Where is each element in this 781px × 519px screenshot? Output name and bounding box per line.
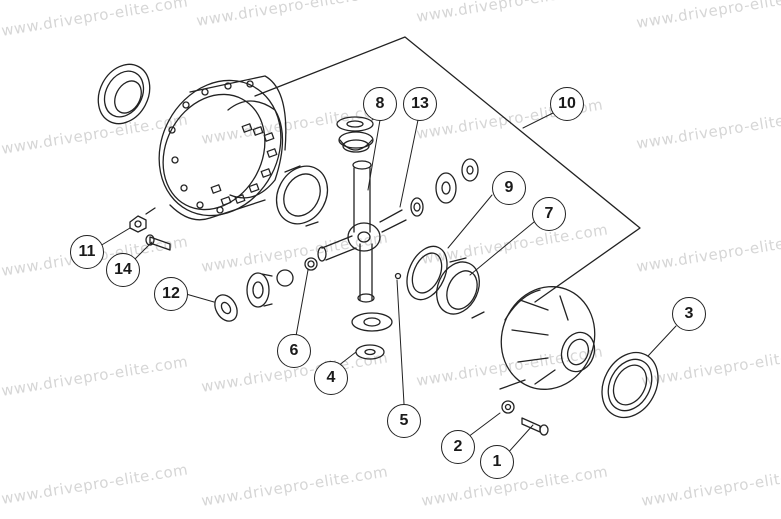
assembly-bracket-10 bbox=[254, 36, 641, 303]
callout-7: 7 bbox=[532, 197, 566, 231]
callout-14: 14 bbox=[106, 253, 140, 287]
bolt-bottom bbox=[499, 379, 549, 436]
thrust-washer-left bbox=[214, 294, 238, 322]
snap-ring bbox=[304, 257, 318, 271]
spider-cross bbox=[317, 160, 407, 303]
pinion-gear-bottom bbox=[351, 312, 393, 360]
callout-9: 9 bbox=[492, 171, 526, 205]
side-bearing bbox=[275, 165, 329, 227]
seal-right bbox=[601, 351, 659, 419]
seal-left bbox=[97, 63, 151, 125]
lock-pin bbox=[394, 272, 402, 280]
callout-4: 4 bbox=[314, 361, 348, 395]
callout-8: 8 bbox=[363, 87, 397, 121]
callout-2: 2 bbox=[441, 430, 475, 464]
callout-10: 10 bbox=[550, 87, 584, 121]
leader-lines bbox=[99, 111, 677, 456]
callout-12: 12 bbox=[154, 277, 188, 311]
bearing-right bbox=[436, 257, 485, 319]
lock-washer-bottom bbox=[501, 400, 515, 414]
case-right-half bbox=[500, 286, 596, 390]
bolt-holes bbox=[168, 80, 254, 214]
gear-teeth bbox=[210, 123, 278, 206]
side-gear-left bbox=[246, 269, 294, 308]
nut bbox=[129, 207, 156, 233]
side-gear-right bbox=[410, 158, 479, 217]
thrust-washer-right bbox=[406, 245, 448, 301]
bolt bbox=[145, 234, 171, 251]
callout-13: 13 bbox=[403, 87, 437, 121]
callout-11: 11 bbox=[70, 235, 104, 269]
callout-1: 1 bbox=[480, 445, 514, 479]
pinion-gear-top bbox=[336, 116, 374, 153]
callout-3: 3 bbox=[672, 297, 706, 331]
callout-5: 5 bbox=[387, 404, 421, 438]
callout-6: 6 bbox=[277, 334, 311, 368]
ring-gear-housing bbox=[158, 75, 287, 221]
